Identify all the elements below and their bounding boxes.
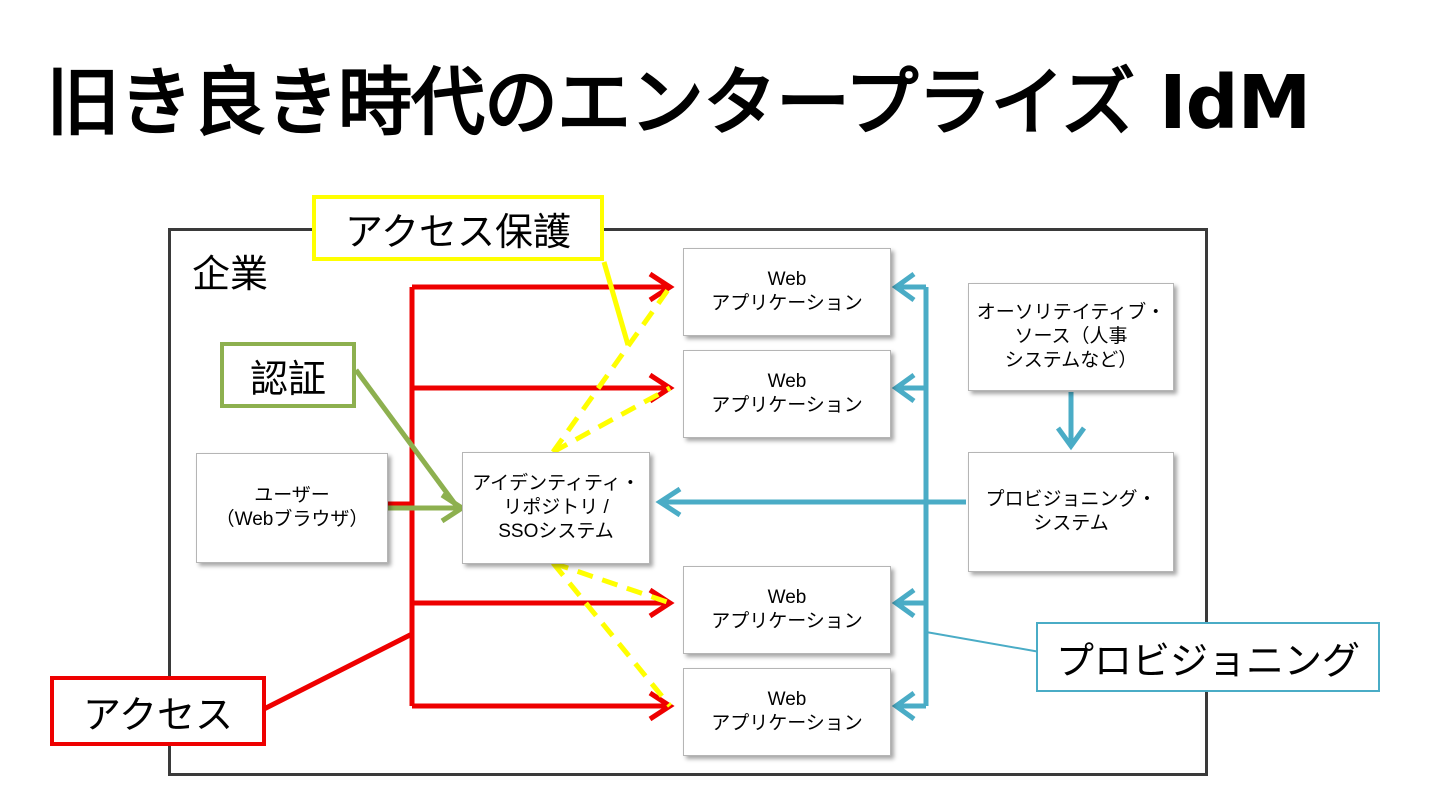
provisioning-callout: プロビジョニング	[1036, 622, 1380, 692]
protection-line-app1	[550, 285, 673, 454]
protection-line-app2	[551, 385, 672, 455]
source-node-line-2: ソース（人事	[1014, 326, 1128, 347]
source-node-line-3: システムなど）	[1004, 350, 1138, 371]
web-app-node-2: Web アプリケーション	[683, 350, 891, 438]
identity-node-line-3: SSOシステム	[498, 521, 614, 542]
web-app-3-line-2: アプリケーション	[711, 611, 863, 632]
authentication-callout: 認証	[220, 342, 356, 408]
web-app-4-line-2: アプリケーション	[711, 713, 863, 734]
access-connectors	[260, 271, 675, 722]
identity-node-line-2: リポジトリ /	[503, 497, 609, 518]
provisioning-arrowhead-repository	[655, 486, 682, 518]
provisioning-arrowhead-app4	[891, 690, 916, 722]
provisioning-node-line-2: システム	[1033, 513, 1109, 534]
access-arrowhead-app3	[648, 587, 675, 619]
identity-node-line-1: アイデンティティ・	[472, 473, 640, 494]
provisioning-arrowhead-app1	[891, 271, 916, 303]
web-app-1-line-1: Web	[767, 269, 807, 290]
provisioning-callout-label: プロビジョニング	[1055, 638, 1360, 683]
protection-line-app4	[551, 561, 672, 708]
access-arrowhead-app1	[648, 271, 675, 303]
web-app-1-line-2: アプリケーション	[711, 293, 863, 314]
provisioning-system-node: プロビジョニング・ システム	[968, 452, 1174, 572]
enterprise-label: 企業	[192, 252, 269, 296]
access-protection-callout-label: アクセス保護	[344, 209, 572, 254]
web-app-node-4: Web アプリケーション	[683, 668, 891, 756]
provisioning-node-line-1: プロビジョニング・	[985, 489, 1157, 510]
access-callout: アクセス	[50, 676, 266, 746]
authentication-callout-label: 認証	[249, 356, 326, 401]
access-callout-label: アクセス	[82, 692, 234, 737]
provisioning-arrowhead-app3	[891, 587, 916, 619]
web-app-2-line-1: Web	[767, 371, 807, 392]
user-node-line-1: ユーザー	[254, 485, 330, 506]
web-app-node-1: Web アプリケーション	[683, 248, 891, 336]
web-app-2-line-2: アプリケーション	[711, 395, 863, 416]
user-browser-node: ユーザー （Webブラウザ）	[196, 453, 388, 563]
authoritative-source-node: オーソリテイティブ・ ソース（人事 システムなど）	[968, 283, 1174, 391]
source-to-provisioning-arrowhead	[1055, 426, 1087, 451]
web-app-node-3: Web アプリケーション	[683, 566, 891, 654]
web-app-3-line-1: Web	[767, 587, 807, 608]
provisioning-callout-pointer	[925, 631, 1041, 653]
access-callout-pointer	[260, 631, 414, 713]
page-title: 旧き良き時代のエンタープライズ IdM	[46, 60, 1311, 146]
web-app-4-line-1: Web	[767, 689, 807, 710]
access-protection-connectors	[550, 285, 673, 708]
identity-repository-node: アイデンティティ・ リポジトリ / SSOシステム	[462, 452, 650, 564]
source-node-line-1: オーソリテイティブ・	[976, 302, 1166, 323]
provisioning-connectors	[655, 271, 1087, 722]
access-protection-callout: アクセス保護	[312, 195, 604, 261]
provisioning-arrowhead-app2	[891, 372, 916, 404]
user-node-line-2: （Webブラウザ）	[215, 509, 369, 530]
authentication-pointer	[353, 368, 461, 510]
access-protection-callout-pointer	[601, 261, 631, 346]
enterprise-boundary	[168, 228, 1208, 776]
protection-line-app3	[552, 560, 671, 606]
